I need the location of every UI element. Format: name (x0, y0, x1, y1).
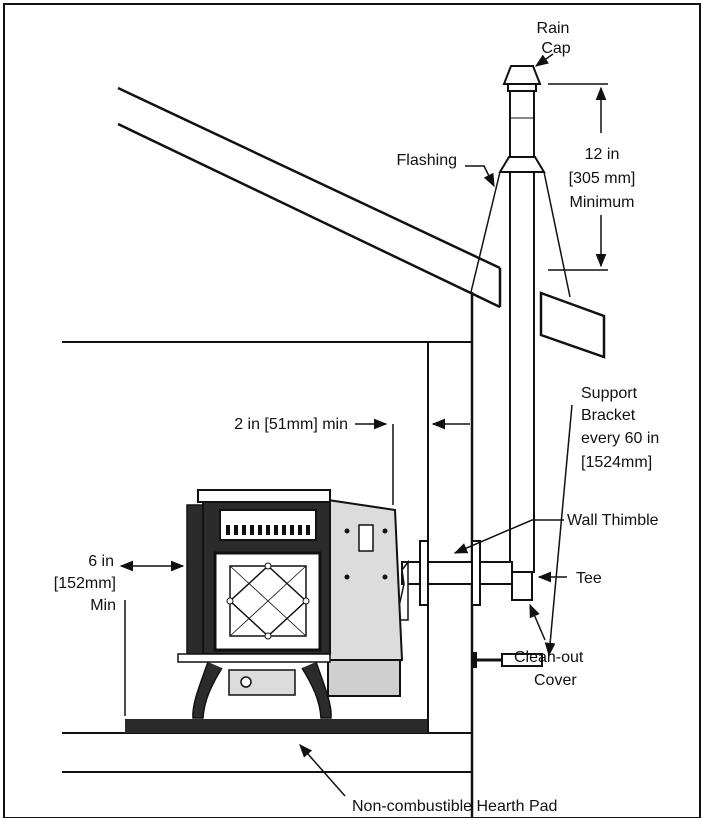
label-hearth-pad: Non-combustible Hearth Pad (352, 798, 557, 815)
label-wall-thimble: Wall Thimble (567, 512, 659, 529)
label-cleanout-line1: Clean-out (514, 649, 584, 666)
label-support-line1: Support (581, 385, 638, 402)
control-panel (358, 524, 374, 552)
rain-cap (502, 65, 542, 85)
label-cleanout-line2: Cover (534, 672, 577, 689)
label-support-line4: [1524mm] (581, 454, 652, 471)
label-rain-cap-line1: Rain (537, 20, 570, 37)
label-side-gap-line2: [152mm] (54, 575, 116, 592)
flashing-collar (498, 156, 546, 173)
wall-thimble-right (471, 540, 481, 606)
label-side-gap-line3: Min (90, 597, 116, 614)
louver-row (226, 525, 310, 535)
label-clearance-line1: 12 in (585, 146, 620, 163)
wall-thimble-left (419, 540, 429, 606)
label-wall-gap: 2 in [51mm] min (234, 416, 348, 433)
label-support-line2: Bracket (581, 407, 636, 424)
pellet-stove (177, 489, 409, 719)
label-rain-cap-line2: Cap (541, 40, 570, 57)
label-clearance-line3: Minimum (570, 194, 635, 211)
roof-section-right (539, 291, 606, 359)
label-support-line3: every 60 in (581, 430, 659, 447)
hearth-pad (125, 719, 427, 733)
label-side-gap-line1: 6 in (88, 553, 114, 570)
vent-pipe (401, 540, 513, 606)
stove-leg-left (192, 661, 223, 719)
label-tee: Tee (576, 570, 602, 587)
chimney-pipe (470, 65, 571, 601)
diagram-frame (3, 3, 701, 818)
label-clearance-line2: [305 mm] (569, 170, 636, 187)
label-flashing: Flashing (397, 152, 457, 169)
support-bracket (471, 652, 543, 668)
roof (117, 86, 502, 309)
stove-leg-right (301, 661, 332, 719)
dimension-lines (119, 53, 608, 797)
